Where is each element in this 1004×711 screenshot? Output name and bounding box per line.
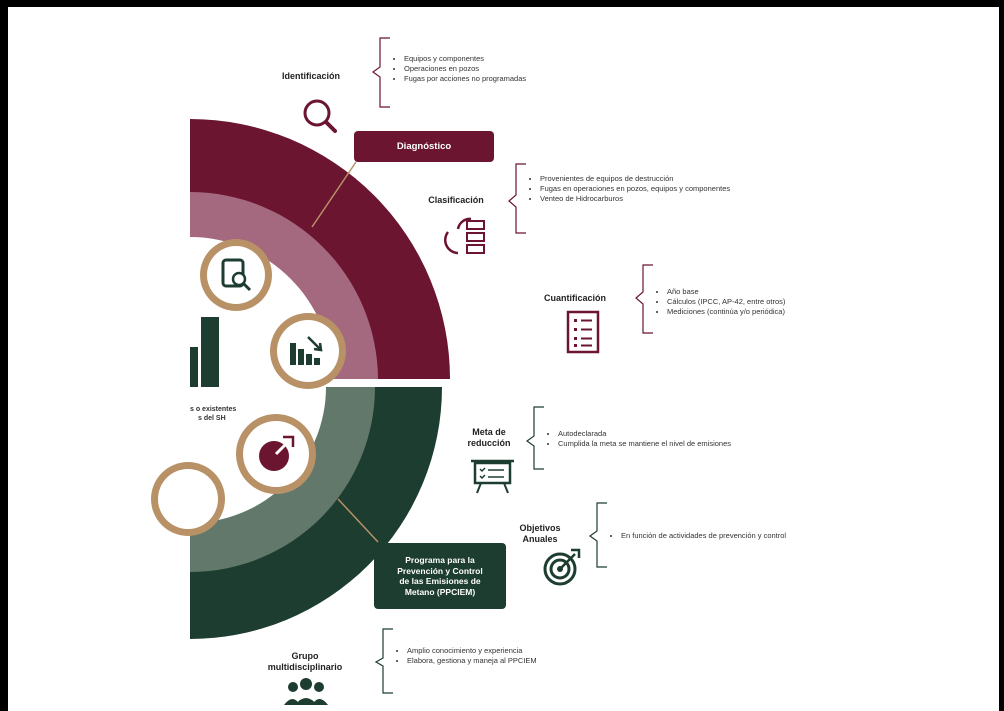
grupo-bullets: Amplio conocimiento y experiencia Elabor… — [393, 646, 607, 666]
identificacion-label-line: Identificación — [281, 71, 340, 81]
programa-label-line: Metano (PPCIEM) — [404, 586, 476, 597]
meta-label: Meta de reducción — [454, 427, 524, 449]
partial-circle-icon — [151, 462, 225, 536]
bullet-item: Elabora, gestiona y maneja al PPCIEM — [407, 656, 607, 666]
brace-meta — [525, 406, 544, 470]
identificacion-label: Identificación — [271, 71, 351, 82]
objetivos-bullets: En función de actividades de prevención … — [607, 531, 861, 541]
goal-ball-icon — [236, 414, 316, 494]
meta-label-line: reducción — [467, 438, 511, 448]
diagram-frame: Diagnóstico Programa para la Prevención … — [8, 7, 999, 711]
bullet-item: Mediciones (continúa y/o periódica) — [667, 307, 867, 317]
bullet-item: Cálculos (IPCC, AP-42, entre otros) — [667, 297, 867, 307]
identificacion-bullets: Equipos y componentes Operaciones en poz… — [390, 54, 604, 84]
meta-label-line: Meta de — [472, 427, 506, 437]
cuantificacion-label-line: Cuantificación — [543, 293, 606, 303]
objetivos-label-line: Anuales — [522, 534, 558, 544]
brace-grupo — [374, 628, 393, 694]
programa-label-line: de las Emisiones de — [399, 576, 481, 586]
cuantificacion-label: Cuantificación — [530, 293, 620, 304]
document-search-icon — [200, 239, 272, 311]
diagram-canvas — [151, 37, 653, 705]
bullet-item: Operaciones en pozos — [404, 64, 604, 74]
diagnostico-label: Diagnóstico — [396, 141, 452, 152]
diagnostico-box: Diagnóstico — [354, 131, 494, 162]
objetivos-label: Objetivos Anuales — [505, 523, 575, 545]
bullet-item: Provenientes de equipos de destrucción — [540, 174, 750, 184]
grupo-label-line: Grupo — [291, 651, 319, 661]
brace-identificacion — [371, 37, 390, 108]
clasificacion-label-line: Clasificación — [428, 195, 484, 205]
cuantificacion-bullets: Año base Cálculos (IPCC, AP-42, entre ot… — [653, 287, 867, 317]
target-icon — [543, 548, 581, 586]
clasificacion-bullets: Provenientes de equipos de destrucción F… — [526, 174, 750, 204]
bullet-item: Año base — [667, 287, 867, 297]
meta-bullets: Autodeclarada Cumplida la meta se mantie… — [544, 429, 818, 449]
bullet-item: Equipos y componentes — [404, 54, 604, 64]
grupo-label: Grupo multidisciplinario — [260, 651, 350, 673]
connector-programa — [337, 498, 379, 543]
objetivos-label-line: Objetivos — [519, 523, 561, 533]
partial-label-line: s o existentes — [190, 406, 237, 413]
connector-diagnostico — [311, 161, 357, 228]
programa-box: Programa para la Prevención y Control de… — [374, 543, 506, 609]
classification-icon — [444, 217, 485, 255]
magnifier-icon — [303, 99, 337, 133]
board-icon — [471, 459, 514, 494]
bullet-item: Fugas por acciones no programadas — [404, 74, 604, 84]
brace-objetivos — [588, 502, 607, 568]
programa-label-line: Programa para la — [405, 555, 475, 565]
bullet-item: Amplio conocimiento y experiencia — [407, 646, 607, 656]
grupo-label-line: multidisciplinario — [267, 662, 343, 672]
partial-label: s o existentes s del SH — [190, 405, 270, 423]
bullet-item: Fugas en operaciones en pozos, equipos y… — [540, 184, 750, 194]
bar-chart-down-icon — [270, 313, 346, 389]
bullet-item: En función de actividades de prevención … — [621, 531, 861, 541]
people-icon — [284, 678, 328, 705]
clasificacion-label: Clasificación — [416, 195, 496, 206]
checklist-icon — [566, 310, 600, 354]
partial-label-line: s del SH — [198, 415, 226, 422]
factory-icon — [190, 317, 219, 387]
programa-label-line: Prevención y Control — [397, 565, 483, 576]
bullet-item: Cumplida la meta se mantiene el nivel de… — [558, 439, 818, 449]
bullet-item: Autodeclarada — [558, 429, 818, 439]
bullet-item: Venteo de Hidrocarburos — [540, 194, 750, 204]
brace-clasificacion — [508, 163, 526, 234]
brace-cuantificacion — [635, 264, 653, 334]
